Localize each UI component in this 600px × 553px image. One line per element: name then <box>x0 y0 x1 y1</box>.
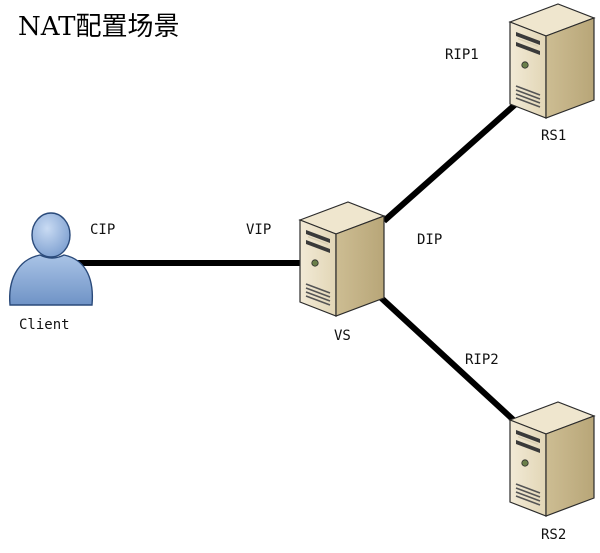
link-vs-rs2 <box>375 292 523 429</box>
vs-server-icon <box>299 201 385 317</box>
link-vs-rs1 <box>382 99 520 224</box>
cip-label: CIP <box>90 222 116 238</box>
vip-label: VIP <box>246 222 272 238</box>
rs2-server-icon <box>509 401 595 517</box>
rip2-label: RIP2 <box>465 352 499 368</box>
user-icon <box>9 212 94 306</box>
diagram-title: NAT配置场景 <box>18 12 180 42</box>
rs1-label: RS1 <box>541 128 567 144</box>
client-label: Client <box>19 317 70 333</box>
rs2-label: RS2 <box>541 527 567 543</box>
vs-label: VS <box>334 328 351 344</box>
dip-label: DIP <box>417 232 443 248</box>
rs1-server-icon <box>509 3 595 119</box>
rip1-label: RIP1 <box>445 47 479 63</box>
